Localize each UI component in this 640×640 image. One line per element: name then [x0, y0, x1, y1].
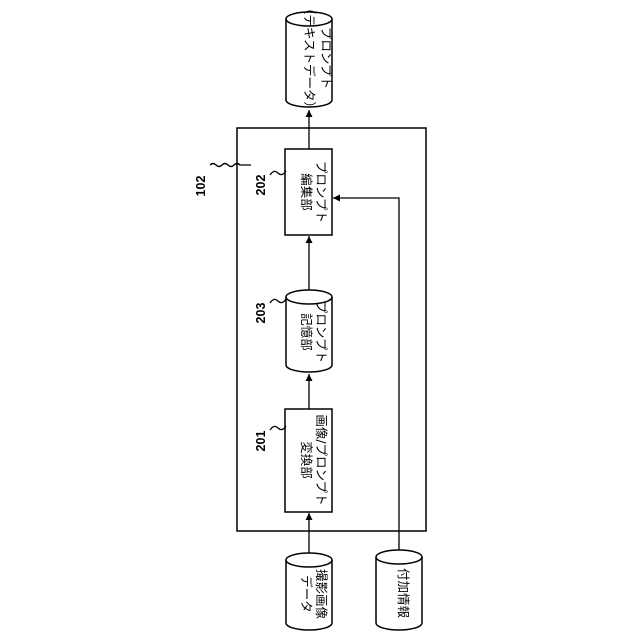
prompt-storage-line1: プロンプト: [314, 301, 329, 363]
prompt-storage-line2: 記憶部: [299, 313, 314, 351]
arrow-additional-info-to-editor: [333, 198, 399, 550]
prompt-editor-line1: プロンプト: [314, 161, 329, 223]
image-prompt-converter-leader: [270, 426, 286, 430]
image-prompt-converter-line2: 変換部: [299, 441, 314, 479]
prompt-storage-leader: [270, 299, 286, 303]
additional-info-line1: 付加情報: [396, 568, 411, 619]
prompt-output-line2: （テキストデータ）: [302, 2, 317, 114]
prompt-editor-leader: [270, 171, 286, 175]
prompt-editor-ref: 202: [254, 175, 268, 196]
prompt-storage-ref: 203: [254, 303, 268, 324]
captured-image-data-line1: 撮影画像: [314, 569, 329, 620]
system-102-label: 102: [194, 176, 208, 197]
system-102-leader: [210, 164, 251, 167]
prompt-editor-line2: 編集部: [299, 173, 314, 211]
image-prompt-converter-line1: 画像/プロンプト: [314, 414, 329, 505]
image-prompt-converter-ref: 201: [254, 431, 268, 452]
prompt-output-line1: プロンプト: [319, 27, 334, 89]
captured-image-data-line2: データ: [299, 575, 314, 613]
